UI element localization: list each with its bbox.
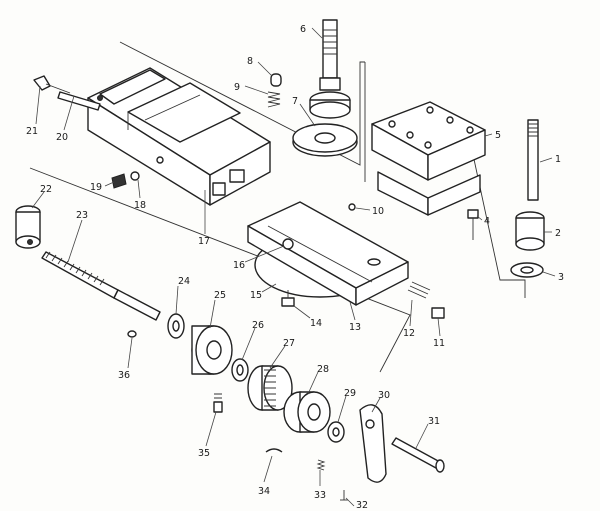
label-part-6: 6 xyxy=(300,24,306,35)
label-part-29: 29 xyxy=(344,388,356,399)
part-labels: 1 2 3 4 5 6 7 8 9 10 11 12 13 14 15 16 1… xyxy=(26,24,564,511)
label-part-2: 2 xyxy=(555,228,561,239)
label-part-25: 25 xyxy=(214,290,226,301)
washer-3 xyxy=(510,262,544,278)
label-part-21: 21 xyxy=(26,126,38,137)
label-part-35: 35 xyxy=(198,448,210,459)
label-part-34: 34 xyxy=(258,486,270,497)
screw-35 xyxy=(213,393,223,413)
plate-7 xyxy=(292,123,358,157)
pin-32 xyxy=(340,490,348,501)
lead-screw-23 xyxy=(41,251,161,321)
key-34 xyxy=(265,448,283,453)
pin-31 xyxy=(391,437,445,473)
label-part-27: 27 xyxy=(283,338,295,349)
collar-28 xyxy=(283,391,331,433)
handle-30 xyxy=(359,404,387,483)
nut-11 xyxy=(431,307,445,319)
bracket-25 xyxy=(191,325,233,375)
label-part-32: 32 xyxy=(356,500,368,511)
label-part-17: 17 xyxy=(198,236,210,247)
label-part-9: 9 xyxy=(234,82,240,93)
label-part-36: 36 xyxy=(118,370,130,381)
rod-1 xyxy=(527,119,539,201)
pin-8 xyxy=(270,73,282,87)
label-part-11: 11 xyxy=(433,338,445,349)
label-part-19: 19 xyxy=(90,182,102,193)
label-part-30: 30 xyxy=(378,390,390,401)
label-part-15: 15 xyxy=(250,290,262,301)
label-part-14: 14 xyxy=(310,318,322,329)
label-part-13: 13 xyxy=(349,322,361,333)
label-part-12: 12 xyxy=(403,328,415,339)
washer-29 xyxy=(327,421,345,443)
bolt-16 xyxy=(282,238,294,250)
vise-body xyxy=(87,67,271,206)
label-part-10: 10 xyxy=(372,206,384,217)
bolt-4 xyxy=(467,209,479,240)
screw-12 xyxy=(407,281,431,299)
spring-9 xyxy=(267,91,281,108)
spindle-6 xyxy=(309,19,351,119)
block-5 xyxy=(371,101,486,216)
set-screw-19 xyxy=(111,173,127,189)
label-part-20: 20 xyxy=(56,132,68,143)
label-part-28: 28 xyxy=(317,364,329,375)
label-part-24: 24 xyxy=(178,276,190,287)
label-part-33: 33 xyxy=(314,490,326,501)
nut-2 xyxy=(515,211,545,251)
label-part-16: 16 xyxy=(233,260,245,271)
label-part-18: 18 xyxy=(134,200,146,211)
axis-lines xyxy=(29,41,526,373)
label-part-4: 4 xyxy=(484,216,490,227)
key-36 xyxy=(127,330,137,338)
pin-18 xyxy=(130,156,164,181)
nut-24 xyxy=(167,313,185,339)
shaft-20 xyxy=(57,91,101,111)
leader-lines xyxy=(31,27,556,507)
bolt-21 xyxy=(33,75,71,94)
bolt-14 xyxy=(281,290,295,307)
swivel-base-13 xyxy=(247,201,409,306)
label-part-1: 1 xyxy=(555,154,561,165)
dial-27 xyxy=(247,365,293,411)
spring-33 xyxy=(316,459,326,471)
bushing-26 xyxy=(231,358,249,382)
label-part-8: 8 xyxy=(247,56,253,67)
label-part-23: 23 xyxy=(76,210,88,221)
sleeve-22 xyxy=(15,205,41,249)
label-part-22: 22 xyxy=(40,184,52,195)
label-part-31: 31 xyxy=(428,416,440,427)
label-part-3: 3 xyxy=(558,272,564,283)
label-part-5: 5 xyxy=(495,130,501,141)
label-part-7: 7 xyxy=(292,96,298,107)
pin-10 xyxy=(348,203,356,211)
label-part-26: 26 xyxy=(252,320,264,331)
